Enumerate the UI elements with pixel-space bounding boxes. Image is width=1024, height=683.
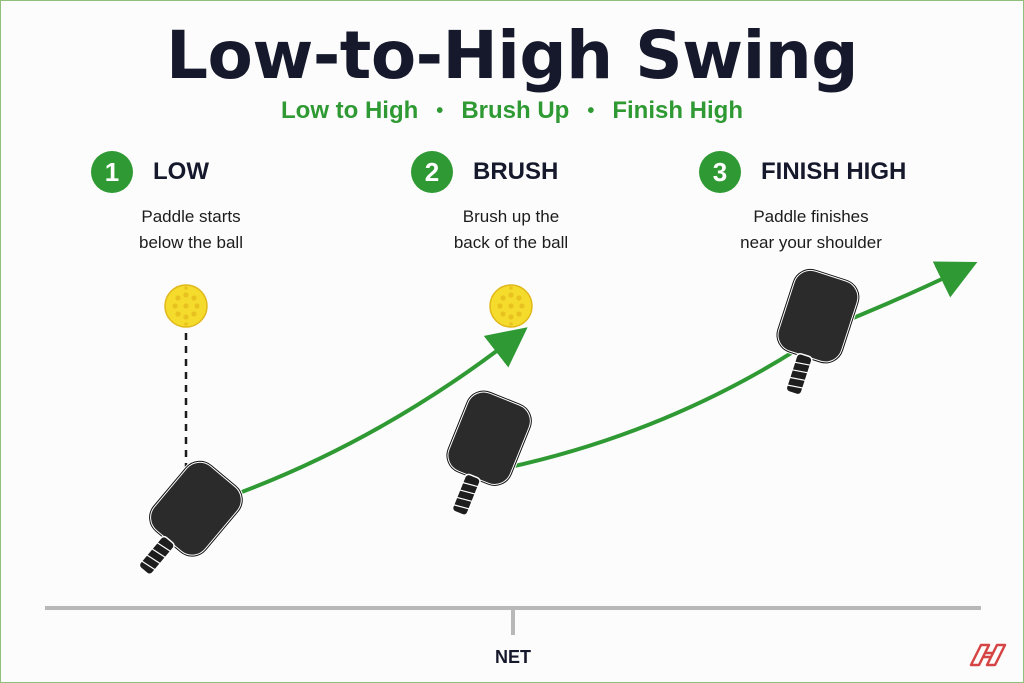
step-3-description: Paddle finishes near your shoulder bbox=[721, 204, 901, 256]
step-1-header: 1 LOW bbox=[91, 151, 209, 193]
subtitle-low-to-high: Low to High bbox=[281, 97, 419, 124]
pickleball-icon bbox=[489, 284, 533, 328]
step-2-title: BRUSH bbox=[473, 158, 559, 185]
step-2-number-badge: 2 bbox=[411, 151, 453, 193]
paddle-finish-icon bbox=[759, 263, 866, 406]
step-3-desc-line2: near your shoulder bbox=[740, 233, 882, 252]
subtitle: Low to High • Brush Up • Finish High bbox=[1, 97, 1023, 125]
paddle-low-icon bbox=[116, 452, 252, 595]
step-2-description: Brush up the back of the ball bbox=[421, 204, 601, 256]
step-1-desc-line2: below the ball bbox=[139, 233, 243, 252]
net-label: NET bbox=[495, 647, 531, 667]
page-title: Low-to-High Swing bbox=[166, 17, 858, 94]
step-3-desc-line1: Paddle finishes bbox=[753, 207, 869, 226]
paddle-brush-icon bbox=[425, 384, 539, 528]
step-2-header: 2 BRUSH bbox=[411, 151, 558, 193]
subtitle-separator: • bbox=[436, 99, 444, 122]
pickleball-icon bbox=[164, 284, 208, 328]
subtitle-brush-up: Brush Up bbox=[461, 97, 570, 124]
step-3-title: FINISH HIGH bbox=[761, 158, 907, 185]
step-1-description: Paddle starts below the ball bbox=[101, 204, 281, 256]
subtitle-separator: • bbox=[587, 99, 595, 122]
step-2-desc-line2: back of the ball bbox=[453, 233, 569, 252]
swing-arrow-2 bbox=[500, 261, 978, 471]
swing-arrow-1 bbox=[230, 327, 528, 498]
step-3-number-badge: 3 bbox=[699, 151, 741, 193]
subtitle-finish-high: Finish High bbox=[612, 97, 743, 124]
brand-logo-icon bbox=[969, 643, 1007, 667]
step-1-number-badge: 1 bbox=[91, 151, 133, 193]
step-2-desc-line1: Brush up the bbox=[462, 207, 560, 226]
step-3-header: 3 FINISH HIGH bbox=[699, 151, 906, 193]
step-1-desc-line1: Paddle starts bbox=[141, 207, 241, 226]
step-1-title: LOW bbox=[153, 158, 209, 185]
